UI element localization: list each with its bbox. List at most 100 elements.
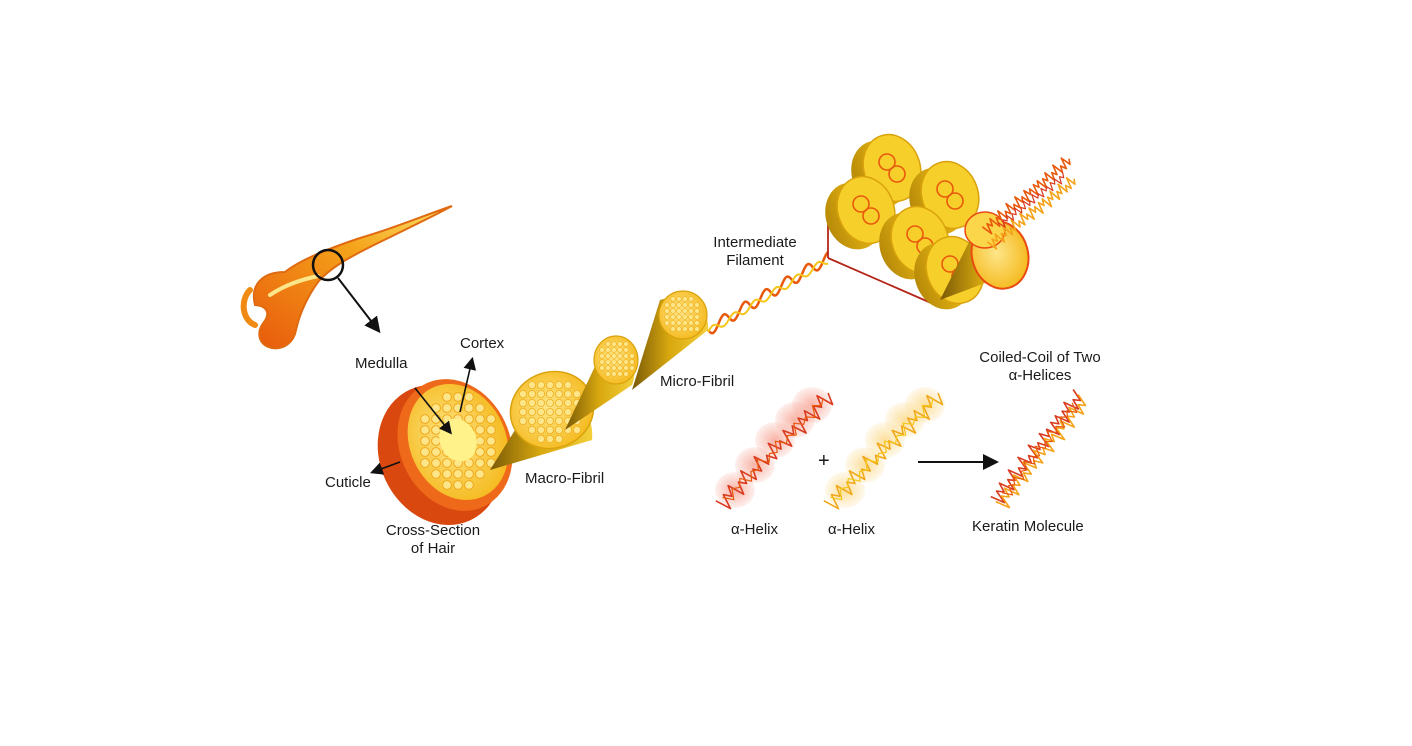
fibril-cell	[421, 448, 430, 457]
fibril-cell	[465, 415, 474, 424]
fibril-cell	[546, 435, 553, 442]
fibril-cell	[546, 390, 553, 397]
fibril-cell	[671, 297, 676, 302]
fibril-cell	[537, 408, 544, 415]
coiled-helix-top	[982, 158, 1075, 249]
fibril-cell	[630, 354, 635, 359]
fibril-cell	[465, 393, 474, 402]
fibril-cell	[624, 348, 629, 353]
fibril-cell	[555, 390, 562, 397]
fibril-cell	[618, 372, 623, 377]
fibril-cell	[564, 399, 571, 406]
fibril-cell	[677, 297, 682, 302]
fibril-cell	[665, 321, 670, 326]
label-coiled-coil: Coiled-Coil of Two α-Helices	[970, 349, 1110, 385]
fibril-cell	[546, 426, 553, 433]
fibril-cell	[454, 393, 463, 402]
helix-strand	[982, 158, 1070, 234]
label-intermediate-line2: Filament	[700, 252, 810, 270]
label-intermediate-line1: Intermediate	[700, 234, 810, 252]
fibril-cell	[465, 404, 474, 413]
fibril-cell	[695, 309, 700, 314]
fibril-cell	[476, 459, 485, 468]
fibril-cell	[612, 372, 617, 377]
label-alpha-helix-1: α-Helix	[731, 521, 778, 539]
fibril-cell	[432, 426, 441, 435]
fibril-cell	[476, 448, 485, 457]
fibril-cell	[519, 408, 526, 415]
alpha-helix-yellow	[824, 387, 945, 509]
fibril-cell	[443, 481, 452, 490]
fibril-cell	[624, 342, 629, 347]
fibril-cell	[432, 470, 441, 479]
fibril-cell	[671, 321, 676, 326]
fibril-cell	[546, 408, 553, 415]
fibril-cell	[695, 321, 700, 326]
label-intermediate-filament: Intermediate Filament	[700, 234, 810, 270]
fibril-cell	[612, 342, 617, 347]
fibril-cell	[689, 315, 694, 320]
fibril-cell	[555, 408, 562, 415]
fibril-cell	[421, 437, 430, 446]
label-coiled-coil-line1: Coiled-Coil of Two	[970, 349, 1110, 367]
helix-strand	[998, 172, 1063, 228]
fibril-cell	[537, 417, 544, 424]
fibril-cell	[618, 354, 623, 359]
fibril-cell	[528, 408, 535, 415]
fibril-cell	[519, 390, 526, 397]
fibril-cell	[683, 315, 688, 320]
fibril-cell	[546, 381, 553, 388]
fibril-cell	[689, 297, 694, 302]
fibril-cell	[695, 315, 700, 320]
fibril-cell	[618, 366, 623, 371]
fibril-cell	[487, 426, 496, 435]
fibril-cell	[671, 327, 676, 332]
fibril-cell	[683, 327, 688, 332]
fibril-cell	[606, 360, 611, 365]
fibril-cell	[618, 360, 623, 365]
fibril-cell	[487, 437, 496, 446]
fibril-cell	[454, 470, 463, 479]
fibril-cell	[606, 354, 611, 359]
fibril-cell	[537, 390, 544, 397]
fibril-cell	[465, 481, 474, 490]
fibril-cell	[528, 399, 535, 406]
fibril-cell	[528, 426, 535, 433]
fibril-cell	[537, 435, 544, 442]
fibril-cell	[564, 390, 571, 397]
fibril-cell	[443, 393, 452, 402]
fibril-cell	[677, 315, 682, 320]
fibril-cell	[537, 426, 544, 433]
fibril-cell	[683, 321, 688, 326]
label-medulla: Medulla	[355, 355, 408, 373]
fibril-cell	[689, 327, 694, 332]
fibril-cell	[618, 348, 623, 353]
fibril-cell	[600, 360, 605, 365]
fibril-cell	[519, 399, 526, 406]
fibril-cell	[519, 417, 526, 424]
fibril-cell	[695, 327, 700, 332]
fibril-cell	[555, 435, 562, 442]
fibril-cell	[600, 348, 605, 353]
label-cross-section: Cross-Section of Hair	[378, 522, 488, 558]
fibril-cell	[476, 415, 485, 424]
fibril-cell	[624, 372, 629, 377]
fibril-cell	[432, 459, 441, 468]
fibril-cell	[487, 448, 496, 457]
fibril-cell	[443, 470, 452, 479]
fibril-cell	[564, 381, 571, 388]
fibril-cell	[443, 404, 452, 413]
hair-strand-illustration	[244, 206, 452, 348]
fibril-cell	[677, 321, 682, 326]
fibril-cell	[573, 426, 580, 433]
fibril-cell	[537, 399, 544, 406]
fibril-cell	[476, 437, 485, 446]
fibril-cell	[665, 309, 670, 314]
label-keratin-molecule: Keratin Molecule	[972, 518, 1084, 536]
fibril-cell	[695, 303, 700, 308]
fibril-cell	[432, 448, 441, 457]
fibril-cell	[528, 390, 535, 397]
fibril-cell	[600, 354, 605, 359]
fibril-cell	[671, 315, 676, 320]
fibril-cell	[677, 303, 682, 308]
